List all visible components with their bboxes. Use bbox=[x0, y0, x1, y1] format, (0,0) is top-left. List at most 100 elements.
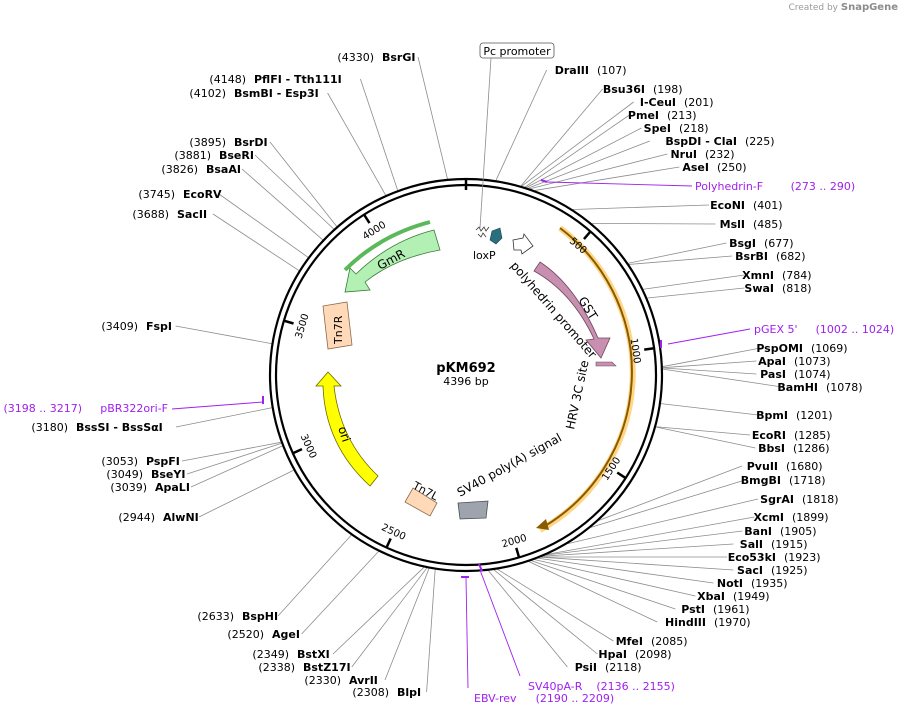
polyhedrin-arrow bbox=[512, 233, 534, 255]
leader-4 bbox=[526, 127, 642, 188]
gmr-shadow bbox=[343, 220, 431, 272]
snapgene-logo: SnapGene bbox=[840, 2, 898, 13]
site-position: (201) bbox=[684, 96, 714, 109]
site-position: (213) bbox=[667, 109, 697, 122]
leader-left-13 bbox=[198, 469, 294, 518]
site-position: (1923) bbox=[784, 551, 821, 564]
site-position: (3745) bbox=[138, 188, 175, 201]
leader-left-14 bbox=[277, 534, 352, 617]
gst-arrowhead bbox=[536, 519, 549, 530]
site-position: (107) bbox=[597, 64, 627, 77]
primer-markers bbox=[262, 179, 662, 578]
site-position: (1069) bbox=[811, 342, 848, 355]
site-name: XcmI bbox=[753, 511, 784, 524]
site-label: BsrBI bbox=[735, 250, 768, 263]
primer-leader bbox=[546, 181, 693, 187]
feature-loxp bbox=[475, 226, 503, 245]
site-name: SgrAI bbox=[760, 493, 794, 506]
site-label: NotI bbox=[717, 577, 743, 590]
ori-label: ori bbox=[335, 425, 353, 444]
tick-label-2000: 2000 bbox=[501, 533, 529, 551]
leader-0 bbox=[495, 69, 547, 181]
site-label: SalI bbox=[740, 538, 763, 551]
leader-16 bbox=[662, 367, 757, 375]
site-position: (1935) bbox=[751, 577, 788, 590]
site-name: BsgI bbox=[729, 237, 756, 250]
site-position: (3826) bbox=[161, 163, 198, 176]
tick-label-1000: 1000 bbox=[628, 338, 642, 365]
site-position: (4148) bbox=[209, 73, 246, 86]
site-position: (198) bbox=[653, 83, 683, 96]
primer-leader bbox=[479, 569, 521, 677]
site-label: SwaI bbox=[744, 282, 774, 295]
site-position: (2349) bbox=[252, 648, 289, 661]
loxp-label: loxP bbox=[473, 249, 496, 262]
site-labels: DraIII(107)Bsu36I(198)I-CeuI(201)PmeI(21… bbox=[31, 51, 862, 699]
leader-left-7 bbox=[212, 213, 300, 271]
leader-2 bbox=[521, 101, 634, 187]
primer-marker-polyhedrin-f bbox=[540, 179, 548, 183]
site-position: (1718) bbox=[789, 474, 826, 487]
site-name: NotI bbox=[717, 577, 743, 590]
site-position: (1286) bbox=[793, 442, 830, 455]
site-name: MslI bbox=[720, 218, 745, 231]
site-position: (3688) bbox=[132, 208, 169, 221]
site-position: (2085) bbox=[651, 635, 688, 648]
site-position: (2633) bbox=[197, 610, 234, 623]
primer-range: (273 .. 290) bbox=[791, 180, 856, 193]
site-name: Bsu36I bbox=[603, 83, 645, 96]
site-name: ApaLI bbox=[155, 481, 190, 494]
leader-28 bbox=[540, 556, 734, 571]
site-name: BspHI bbox=[242, 610, 278, 623]
site-position: (218) bbox=[679, 122, 709, 135]
site-label: MslI bbox=[720, 218, 745, 231]
leader-left-15 bbox=[301, 551, 379, 635]
leader-21 bbox=[598, 465, 743, 521]
site-label: PasI bbox=[760, 368, 786, 381]
site-position: (4330) bbox=[337, 51, 374, 64]
site-position: (1905) bbox=[780, 525, 817, 538]
leader-left-17 bbox=[351, 567, 428, 668]
leader-11 bbox=[629, 255, 733, 265]
site-position: (1949) bbox=[733, 590, 770, 603]
site-label: EcoNI bbox=[710, 199, 745, 212]
pc-promoter-box bbox=[479, 42, 555, 59]
leader-left-3 bbox=[269, 141, 337, 227]
site-label: PspOMI bbox=[756, 342, 803, 355]
primer-leader bbox=[465, 577, 469, 689]
site-position: (1074) bbox=[794, 368, 831, 381]
snapgene-credit: Created by SnapGene bbox=[788, 2, 898, 13]
tick-label-3500: 3500 bbox=[294, 312, 312, 340]
site-position: (225) bbox=[745, 135, 775, 148]
tick-1000 bbox=[644, 346, 655, 351]
leader-left-19 bbox=[426, 569, 436, 693]
site-name: BstXI bbox=[297, 648, 330, 661]
leader-5 bbox=[528, 140, 650, 189]
site-name: BseRI bbox=[219, 149, 254, 162]
site-position: (2944) bbox=[118, 511, 155, 524]
feature-gst bbox=[533, 225, 636, 533]
leader-12 bbox=[643, 274, 745, 290]
site-position: (4102) bbox=[189, 87, 226, 100]
feature-tn7l bbox=[404, 487, 438, 517]
leader-18 bbox=[660, 403, 759, 416]
leader-6 bbox=[530, 153, 668, 190]
site-name: HpaI bbox=[598, 648, 627, 661]
site-position: (250) bbox=[717, 161, 747, 174]
ori-block-arrow bbox=[315, 371, 379, 487]
site-name: BsrDI bbox=[234, 136, 268, 149]
site-label: BsgI bbox=[729, 237, 756, 250]
site-position: (1073) bbox=[794, 355, 831, 368]
leader-23 bbox=[567, 498, 759, 545]
leader-left-12 bbox=[190, 445, 283, 488]
leader-1 bbox=[520, 88, 603, 187]
site-name: DraIII bbox=[555, 64, 589, 77]
site-name: AvrII bbox=[349, 674, 378, 687]
leader-19 bbox=[656, 426, 751, 436]
leader-29 bbox=[538, 557, 714, 584]
leader-20 bbox=[655, 426, 756, 449]
primer-name: pGEX 5' bbox=[754, 323, 798, 336]
tick-label-2500: 2500 bbox=[380, 522, 408, 543]
leader-3 bbox=[524, 114, 630, 188]
site-name: BsrBI bbox=[735, 250, 768, 263]
